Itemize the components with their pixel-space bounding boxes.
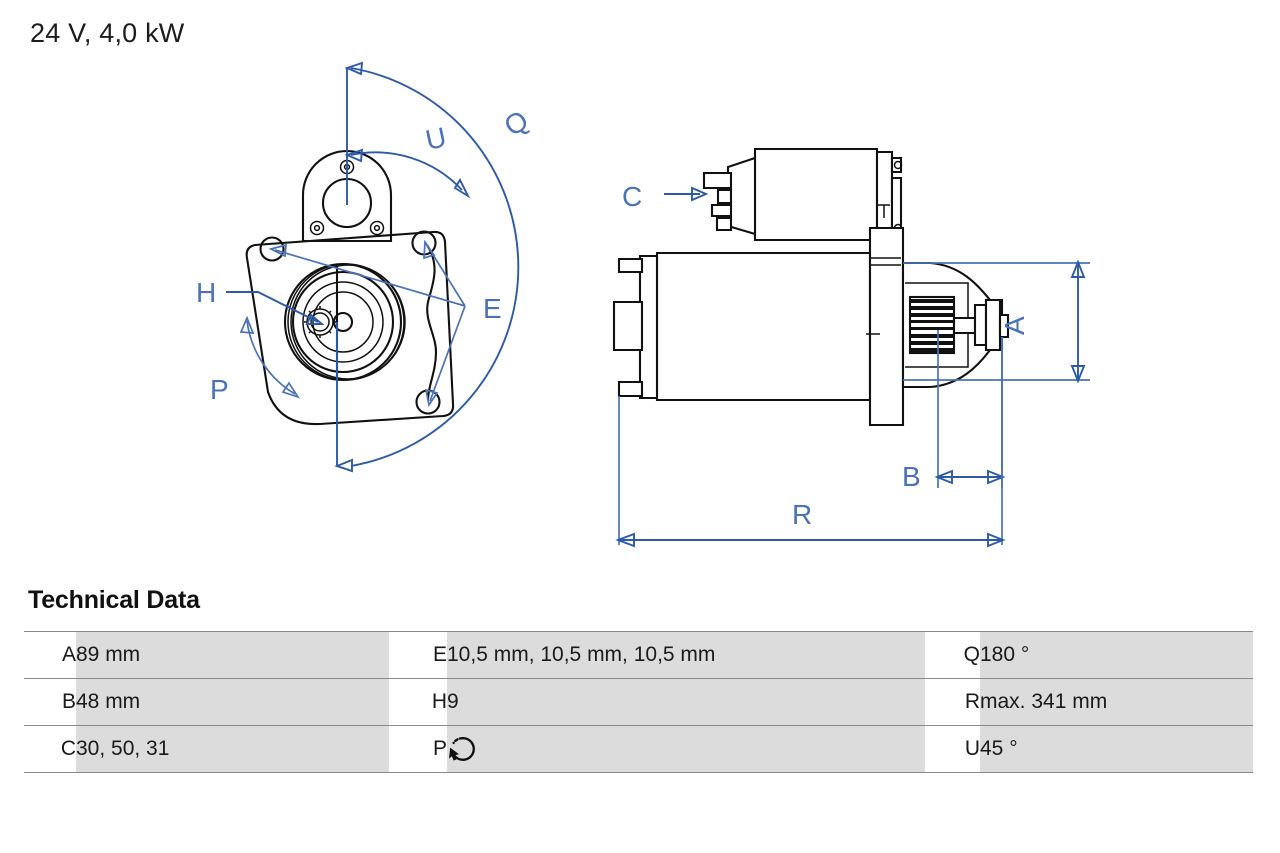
technical-drawing: U Q H P E <box>196 61 1090 548</box>
label-a: A <box>999 316 1030 335</box>
label-b: B <box>902 461 921 492</box>
front-view-group: U Q H P E <box>196 61 534 473</box>
motor-body <box>612 226 905 427</box>
table-row: C 30, 50, 31 P U <box>24 725 1253 773</box>
drive-end-housing <box>901 261 1010 389</box>
row-value-c: 30, 50, 31 <box>76 725 389 773</box>
side-view-group: C A B R <box>612 147 1090 548</box>
row-value-h: 9 <box>447 678 925 726</box>
row-key-q: Q <box>925 631 980 679</box>
label-h: H <box>196 277 216 308</box>
row-value-q: 180 ° <box>980 631 1253 679</box>
row-key-r: R <box>925 678 980 726</box>
row-key-h: H <box>389 678 447 726</box>
row-value-u: 45 ° <box>980 725 1253 773</box>
row-key-p: P <box>389 725 447 773</box>
technical-data-heading: Technical Data <box>28 586 200 614</box>
label-r: R <box>792 499 812 530</box>
side-view-dimensions: C A B R <box>615 181 1090 548</box>
technical-data-table: A 89 mm E 10,5 mm, 10,5 mm, 10,5 mm Q 18… <box>24 631 1253 773</box>
label-u: U <box>423 121 449 156</box>
label-p: P <box>210 374 229 405</box>
row-key-c: C <box>24 725 76 773</box>
front-view-housing <box>245 149 455 426</box>
front-view-dimensions: U Q H P E <box>196 61 534 473</box>
row-key-e: E <box>389 631 447 679</box>
label-e: E <box>483 293 502 324</box>
table-row: B 48 mm H 9 R max. 341 mm <box>24 678 1253 726</box>
row-key-u: U <box>925 725 980 773</box>
page-title: 24 V, 4,0 kW <box>30 18 185 48</box>
row-value-p <box>447 725 925 773</box>
row-key-a: A <box>24 631 76 679</box>
solenoid <box>702 147 903 242</box>
row-key-b: B <box>24 678 76 726</box>
label-c: C <box>622 181 642 212</box>
row-value-e: 10,5 mm, 10,5 mm, 10,5 mm <box>447 631 925 679</box>
label-q: Q <box>499 104 534 142</box>
row-value-a: 89 mm <box>76 631 389 679</box>
row-value-b: 48 mm <box>76 678 389 726</box>
table-row: A 89 mm E 10,5 mm, 10,5 mm, 10,5 mm Q 18… <box>24 631 1253 679</box>
rotation-counterclockwise-icon <box>447 734 477 764</box>
drawing-canvas: U Q H P E <box>196 61 1090 548</box>
pinion-gear <box>908 295 956 355</box>
row-value-r: max. 341 mm <box>980 678 1253 726</box>
